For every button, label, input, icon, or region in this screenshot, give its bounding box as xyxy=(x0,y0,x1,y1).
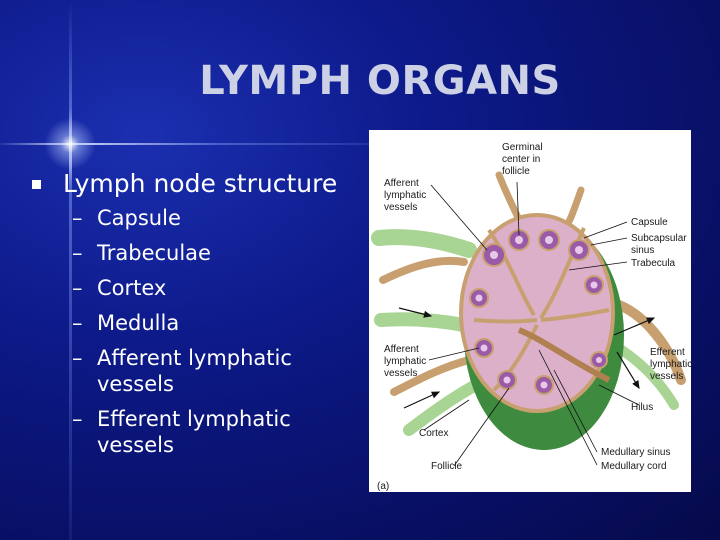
label-afferent-left: vessels xyxy=(384,368,417,379)
label-subcapsular-sinus: Subcapsular xyxy=(631,233,687,244)
dash-marker: – xyxy=(72,407,83,431)
sub-bullet-text: Trabeculae xyxy=(97,241,211,265)
label-germinal: follicle xyxy=(502,166,530,177)
label-afferent-top: vessels xyxy=(384,202,417,213)
dash-marker: – xyxy=(72,206,83,230)
sub-bullet-text: Cortex xyxy=(97,276,167,300)
label-afferent-left: lymphatic xyxy=(384,356,426,367)
lymph-node-illustration: Germinal center in follicle Afferent lym… xyxy=(371,142,691,492)
dash-marker: – xyxy=(72,276,83,300)
label-efferent: Efferent xyxy=(650,347,685,358)
label-trabecula: Trabecula xyxy=(631,258,676,269)
label-cortex: Cortex xyxy=(419,428,448,439)
sub-bullet-item: – Trabeculae xyxy=(72,240,327,266)
label-medullary-sinus: Medullary sinus xyxy=(601,447,670,458)
label-medullary-cord: Medullary cord xyxy=(601,461,667,472)
label-panel-letter: (a) xyxy=(377,481,389,492)
label-efferent: lymphatic xyxy=(650,359,691,370)
follicles xyxy=(469,229,608,395)
label-afferent-top: Afferent xyxy=(384,178,419,189)
light-flare-vertical xyxy=(69,0,72,540)
sub-bullet-item: – Afferent lymphatic vessels xyxy=(72,345,327,397)
dash-marker: – xyxy=(72,311,83,335)
main-bullet-text: Lymph node structure xyxy=(63,169,338,198)
dash-marker: – xyxy=(72,241,83,265)
label-afferent-left: Afferent xyxy=(384,344,419,355)
slide-title: LYMPH ORGANS xyxy=(199,58,561,104)
sub-bullet-item: – Cortex xyxy=(72,275,327,301)
lymph-node-body xyxy=(459,213,624,450)
diagram-labels: Germinal center in follicle Afferent lym… xyxy=(377,142,691,492)
bullet-square-icon xyxy=(32,180,41,189)
sub-bullet-text: Afferent lymphatic xyxy=(97,346,292,370)
sub-bullet-item: – Efferent lymphatic vessels xyxy=(72,406,327,458)
dash-marker: – xyxy=(72,346,83,370)
lymph-node-diagram: Germinal center in follicle Afferent lym… xyxy=(369,130,691,492)
sub-bullet-text: Efferent lymphatic xyxy=(97,407,291,431)
label-leader-lines xyxy=(423,181,640,467)
sub-bullet-text: Medulla xyxy=(97,311,180,335)
sub-bullet-item: – Capsule xyxy=(72,205,327,231)
label-germinal: Germinal xyxy=(502,142,543,153)
flow-arrows xyxy=(398,307,656,409)
sub-bullet-item: – Medulla xyxy=(72,310,327,336)
sub-bullet-text-continued: vessels xyxy=(97,433,174,457)
sub-bullet-list: – Capsule – Trabeculae – Cortex – Medull… xyxy=(72,205,327,467)
light-flare-glow xyxy=(44,118,96,170)
label-subcapsular-sinus: sinus xyxy=(631,245,654,256)
sub-bullet-text-continued: vessels xyxy=(97,372,174,396)
label-capsule: Capsule xyxy=(631,217,668,228)
label-hilus: Hilus xyxy=(631,402,653,413)
sub-bullet-text: Capsule xyxy=(97,206,181,230)
label-efferent: vessels xyxy=(650,371,683,382)
label-afferent-top: lymphatic xyxy=(384,190,426,201)
light-flare-horizontal xyxy=(0,143,720,145)
label-germinal: center in xyxy=(502,154,540,165)
label-follicle: Follicle xyxy=(431,461,463,472)
